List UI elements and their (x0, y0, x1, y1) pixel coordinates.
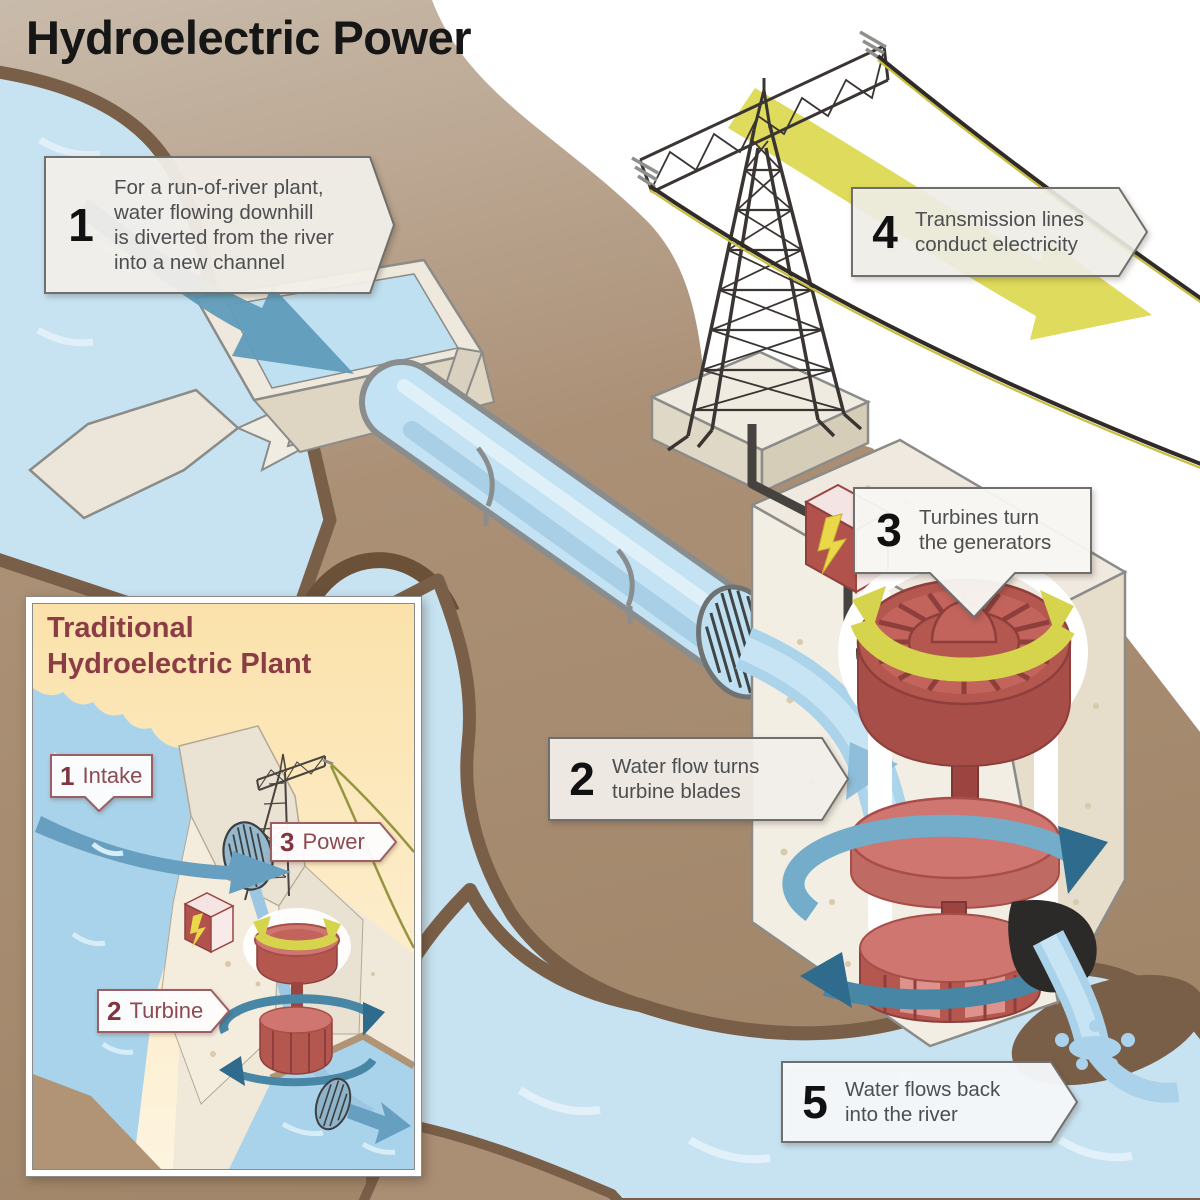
inset-turbine (219, 908, 385, 1087)
inset-generator-box (183, 892, 235, 954)
inset-label-text: Turbine (129, 998, 204, 1023)
inset-label-text: Power (302, 829, 365, 854)
step-number: 3 (876, 504, 902, 556)
rotation-arrow-yellow-icon (850, 617, 1075, 682)
inset-intake-arrow-icon (35, 816, 291, 894)
callout-step-4: 4 Transmission lines conduct electricity (851, 187, 1149, 277)
inset-outflow-arrow-icon (347, 1102, 411, 1144)
callout-step-2: 2 Water flow turns turbine blades (548, 737, 850, 821)
inset-panel: Traditional Hydroelectric Plant 1 Intake… (25, 596, 422, 1177)
step-text: Water flows back into the river (845, 1078, 1001, 1126)
inset-illustration (33, 604, 414, 1169)
callout-step-5: 5 Water flows back into the river (781, 1061, 1079, 1143)
inset-label-intake: 1 Intake (50, 754, 154, 812)
generator (850, 578, 1075, 768)
inset-label-number: 3 (280, 827, 295, 857)
step-text: For a run-of-river plant, water flowing … (114, 176, 334, 274)
step-text: Turbines turn the generators (919, 506, 1052, 554)
transmission-wires (648, 54, 1200, 469)
step-text: Transmission lines conduct electricity (915, 208, 1084, 256)
step-number: 1 (68, 199, 94, 251)
page-title: Hydroelectric Power (26, 11, 472, 64)
step-text: Water flow turns turbine blades (612, 755, 760, 803)
step-number: 2 (569, 753, 595, 805)
inset-outflow-grate (314, 1077, 352, 1131)
transmission-tower (631, 30, 890, 452)
inset-label-power: 3 Power (270, 822, 398, 862)
lightning-bolt-icon (817, 513, 848, 575)
inset-title: Traditional Hydroelectric Plant (47, 612, 312, 681)
inset-label-number: 1 (60, 760, 75, 791)
inset-label-text: Intake (82, 762, 143, 788)
splash-pool (1011, 974, 1200, 1086)
callout-step-3: 3 Turbines turn the generators (853, 487, 1093, 619)
inset-water (33, 688, 199, 1169)
step-number: 5 (802, 1076, 828, 1128)
inset-content: Traditional Hydroelectric Plant 1 Intake… (32, 603, 415, 1170)
callout-step-1: 1 For a run-of-river plant, water flowin… (44, 156, 396, 294)
tailrace-stream (1032, 930, 1180, 1103)
inset-label-turbine: 2 Turbine (97, 989, 231, 1033)
step-number: 4 (872, 206, 898, 258)
lightning-bolt-icon (190, 913, 206, 948)
penstock-pipe (359, 359, 784, 700)
power-cable (747, 424, 821, 523)
tower-platform (648, 350, 872, 494)
inset-label-number: 2 (107, 996, 122, 1026)
inset-wires (329, 763, 414, 949)
splash-icon (1055, 1020, 1135, 1070)
